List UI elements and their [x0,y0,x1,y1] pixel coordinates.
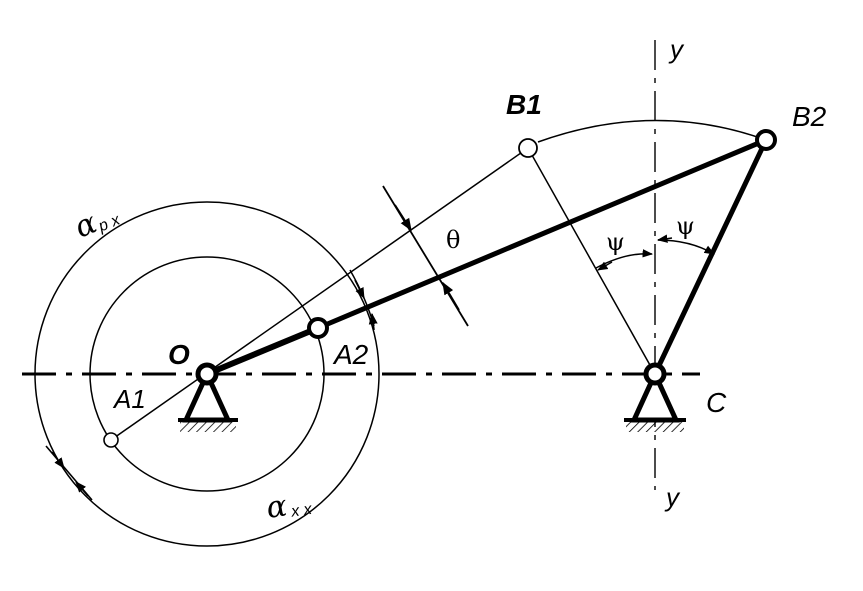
theta-arrow-bottom [442,281,460,311]
joint-b1 [518,138,538,158]
fixed-support-o [178,362,238,432]
label-c: C [706,387,727,418]
label-a1: A1 [112,384,146,414]
alpha-arrow-head-2 [368,312,378,331]
svg-text:р х: р х [95,211,123,236]
crank-o-a2 [205,325,320,377]
label-alpha-xx: α х х [264,488,314,525]
label-a2: A2 [332,339,369,370]
svg-text:α: α [70,205,102,245]
alpha-xx-arrow-a [51,451,65,469]
rocker-b1-c [527,147,656,375]
label-y-top: y [668,34,685,64]
label-psi-right: ψ [676,212,695,240]
label-alpha-rx: α р х [70,205,123,245]
label-b1: B1 [506,89,542,120]
label-y-bottom: y [664,482,681,512]
alpha-arrow-head-1 [354,279,365,300]
joint-a1 [103,432,119,448]
theta-arrow-top [394,204,412,232]
coupler-a2-b2 [317,137,767,331]
svg-text:х х: х х [289,501,314,521]
rocker-c-b2 [652,138,769,376]
label-b2: B2 [792,101,827,132]
svg-text:α: α [264,488,289,525]
fixed-support-c [624,362,686,432]
crank-inner-circle [89,256,325,492]
joint-a2 [307,317,329,339]
label-psi-left: ψ [606,228,625,256]
crank-outer-circle [34,201,380,547]
link-a1-b1 [110,147,529,441]
joint-b2 [755,129,777,151]
label-theta: θ [446,226,460,254]
alpha-xx-arrow-b [75,481,89,497]
psi-arrow-left-start [597,261,613,271]
psi-arc-right [657,239,715,255]
rocker-arc-b1-b2 [537,119,767,143]
psi-arrow-right-start [656,234,673,243]
label-o: O [168,339,190,370]
